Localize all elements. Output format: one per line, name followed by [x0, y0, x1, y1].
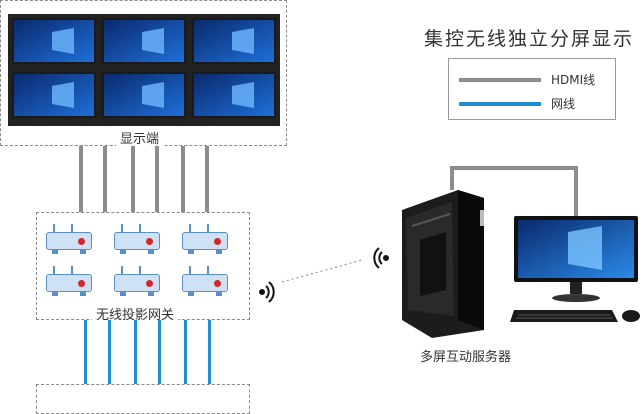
wireless-gateway — [114, 224, 160, 254]
hdmi-cable — [205, 146, 209, 212]
hdmi-cable — [131, 146, 135, 212]
display-screen — [192, 18, 276, 64]
network-cable — [158, 320, 161, 384]
hdmi-cable — [79, 146, 83, 212]
hdmi-cable — [181, 146, 185, 212]
network-cable — [134, 320, 137, 384]
monitor-icon — [514, 216, 638, 302]
wifi-icon — [373, 247, 389, 269]
display-screen — [12, 72, 96, 118]
legend-label-network: 网线 — [551, 97, 576, 111]
display-screen — [192, 72, 276, 118]
video-wall — [8, 14, 280, 126]
display-screen — [102, 72, 186, 118]
display-screen — [12, 18, 96, 64]
mouse-icon — [622, 310, 640, 322]
legend-swatch-hdmi — [459, 77, 541, 82]
bottom-group-box — [36, 384, 250, 414]
legend-item-hdmi: HDMI线 — [459, 71, 595, 88]
legend: HDMI线 网线 — [448, 58, 616, 120]
legend-label-hdmi: HDMI线 — [551, 73, 596, 87]
hdmi-cable — [155, 146, 159, 212]
wireless-gateway — [182, 266, 228, 296]
server-tower-icon — [402, 190, 484, 338]
display-screen — [102, 18, 186, 64]
wireless-gateway — [182, 224, 228, 254]
wifi-icon — [259, 281, 275, 303]
wireless-gateway — [46, 266, 92, 296]
legend-item-network: 网线 — [459, 95, 575, 112]
network-cable — [84, 320, 87, 384]
wireless-gateway — [114, 266, 160, 296]
wireless-gateway — [46, 224, 92, 254]
diagram-title: 集控无线独立分屏显示 — [424, 28, 635, 50]
display-group-label: 显示端 — [116, 128, 164, 147]
network-cable — [108, 320, 111, 384]
network-cable — [208, 320, 211, 384]
server-label: 多屏互动服务器 — [416, 346, 516, 365]
network-cable — [184, 320, 187, 384]
gateway-group-label: 无线投影网关 — [92, 304, 179, 323]
keyboard-icon — [510, 310, 618, 322]
hdmi-cable — [103, 146, 107, 212]
legend-swatch-network — [459, 101, 541, 106]
